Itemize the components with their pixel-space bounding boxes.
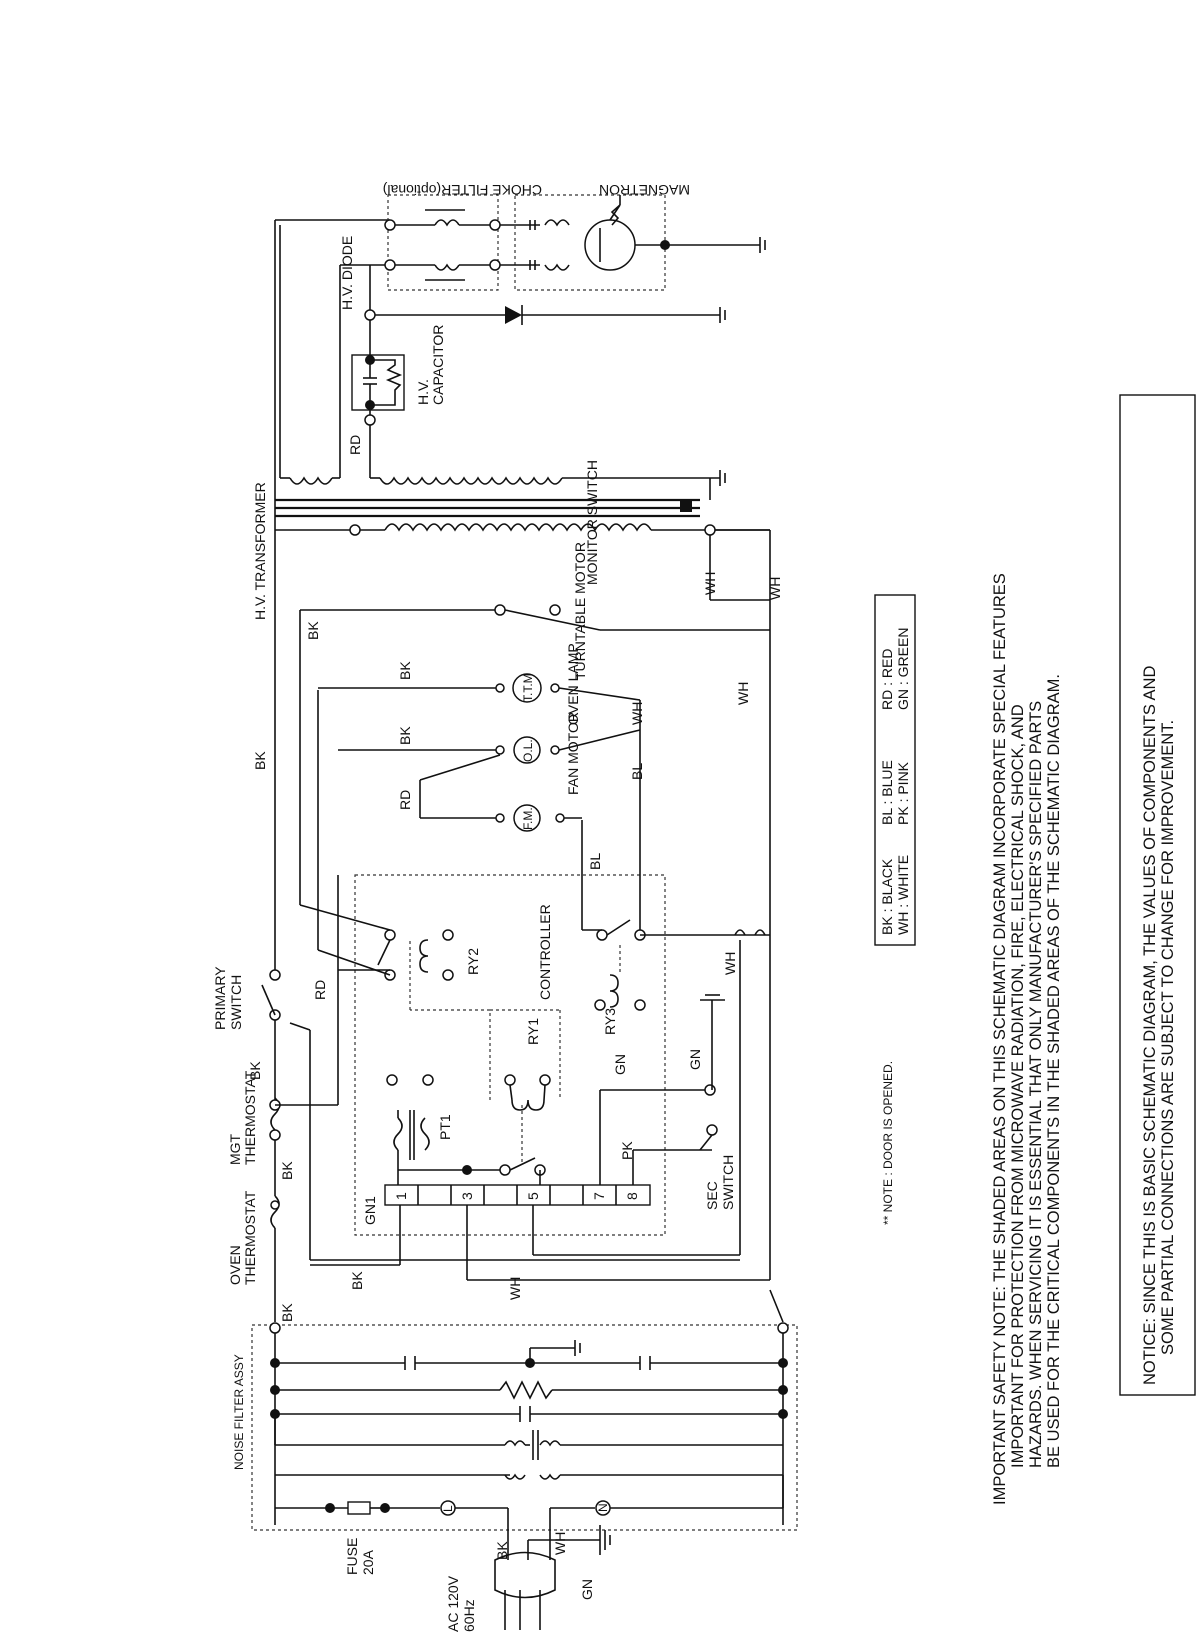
ry1-relay: RY1 (504, 1018, 551, 1111)
safety-note: IMPORTANT SAFETY NOTE: THE SHADED AREAS … (991, 573, 1063, 1505)
safety-note-line-1: IMPORTANT SAFETY NOTE: THE SHADED AREAS … (991, 573, 1009, 1505)
turntable-motor: T.T.M TURNTABLE MOTOR BK WH (318, 542, 645, 730)
safety-note-line-2: IMPORTANT FOR PROTECTION FROM MICROWAVE … (1009, 704, 1027, 1468)
choke-filter-label: CHOKE FILTER(optional) (383, 182, 542, 198)
wire-bk-8: BK (305, 621, 321, 640)
terminal-1: 1 (393, 1192, 409, 1200)
safety-note-line-4: BE USED FOR THE CRITICAL COMPONENTS IN T… (1045, 674, 1063, 1468)
wire-bk-7: BK (397, 661, 413, 680)
door-note: ** NOTE : DOOR IS OPENED. (881, 1061, 895, 1225)
legend-gn: GN : GREEN (895, 628, 911, 710)
wire-bl-2: BL (629, 763, 645, 780)
wire-wh-plug: WH (552, 1532, 568, 1555)
sec-switch-label: SECSWITCH (704, 1155, 736, 1210)
ry2-label: RY2 (465, 948, 481, 975)
fan-motor: F.M. FAN MOTOR RD (397, 712, 582, 832)
monitor-switch-label: MONITOR SWITCH (584, 460, 600, 585)
wire-wh-6: WH (735, 682, 751, 705)
wire-pk-1: PK (619, 1141, 635, 1160)
primary-switch-label: PRIMARYSWITCH (212, 966, 244, 1030)
wire-wh-5: WH (629, 702, 645, 725)
oven-thermostat-label: OVENTHERMOSTAT (227, 1190, 258, 1285)
hv-capacitor: H.V.CAPACITOR (351, 309, 446, 415)
line-n-label: N (596, 1503, 610, 1512)
wire-gn-1: GN (612, 1054, 628, 1075)
wire-gn-plug: GN (579, 1579, 595, 1600)
hv-diode: H.V. DIODE (339, 236, 726, 325)
pt1-transformer: PT1 (386, 1074, 453, 1185)
terminal-8: 8 (624, 1192, 640, 1200)
oven-lamp-symbol: O.L. (521, 739, 535, 762)
monitor-switch: MONITOR SWITCH BK WH (300, 460, 770, 705)
legend-wh: WH : WHITE (895, 855, 911, 935)
wire-bk-3: BK (247, 1061, 263, 1080)
wire-gn-2: GN (687, 1049, 703, 1070)
wire-bk-5: BK (349, 1271, 365, 1290)
wire-bk-4: BK (252, 751, 268, 770)
terminal-strip: 1 3 5 7 8 GN1 (362, 1184, 651, 1225)
gn1-label: GN1 (362, 1196, 378, 1225)
plug-icon (494, 1551, 556, 1599)
notice-box: NOTICE: SINCE THIS IS BASIC SCHEMATIC DI… (1119, 394, 1196, 1396)
fuse-label: FUSE20A (344, 1538, 376, 1575)
fuse-symbol (347, 1501, 371, 1515)
ry1-label: RY1 (525, 1018, 541, 1045)
wire-rd-1: RD (312, 980, 328, 1000)
oven-lamp: O.L. OVEN LAMP BK BL (338, 643, 645, 930)
mgt-thermostat-label: MGTTHERMOSTAT (227, 1070, 258, 1165)
legend-bl: BL : BLUE (879, 760, 895, 825)
ac-plug: AC 120V60Hz FUSE20A BK WH GN (344, 1525, 611, 1632)
pt1-label: PT1 (437, 1114, 453, 1140)
noise-filter-assy: NOISE FILTER ASSY (232, 1322, 798, 1545)
magnetron-label: MAGNETRON (599, 182, 690, 198)
noise-filter-label: NOISE FILTER ASSY (232, 1354, 246, 1470)
wire-bk-2: BK (279, 1161, 295, 1180)
wire-wh-7: WH (767, 577, 783, 600)
wire-bk-6: BK (397, 726, 413, 745)
hv-diode-label: H.V. DIODE (339, 236, 355, 310)
wire-bk-1: BK (279, 1303, 295, 1322)
legend-rd: RD : RED (879, 649, 895, 710)
wire-rd-3: RD (347, 435, 363, 455)
hv-capacitor-label: H.V.CAPACITOR (415, 325, 446, 405)
left-chain: BK BK BK RD BK BK OVENTHERMOSTAT MGTTHER… (212, 219, 740, 1322)
wire-bl-1: BL (587, 853, 603, 870)
line-l-label: L (441, 1505, 455, 1512)
terminal-7: 7 (591, 1192, 607, 1200)
wire-wh-8: WH (702, 572, 718, 595)
controller-label: CONTROLLER (537, 904, 553, 1000)
wire-color-legend: BK : BLACK WH : WHITE BL : BLUE PK : PIN… (874, 594, 916, 946)
fan-motor-label: FAN MOTOR (565, 712, 581, 795)
notice-line-2: SOME PARTIAL CONNECTIONS ARE SUBJECT TO … (1159, 720, 1177, 1355)
notice-line-1: NOTICE: SINCE THIS IS BASIC SCHEMATIC DI… (1141, 666, 1159, 1385)
legend-bk: BK : BLACK (879, 858, 895, 935)
oven-lamp-label: OVEN LAMP (565, 643, 581, 725)
wire-wh-3: WH (507, 1277, 523, 1300)
controller-block: CONTROLLER 1 3 5 7 8 GN1 WH (299, 610, 770, 1300)
terminal-5: 5 (525, 1192, 541, 1200)
legend-pk: PK : PINK (895, 761, 911, 825)
wire-wh-4: WH (722, 952, 738, 975)
ry3-relay: RY3 (594, 919, 646, 1035)
ry2-relay: RY2 (377, 929, 481, 981)
ac-source-label: AC 120V60Hz (445, 1575, 477, 1632)
safety-note-line-3: HAZARDS. WHEN SERVICING IT IS ESSENTIAL … (1027, 701, 1045, 1468)
magnetron: MAGNETRON (500, 182, 766, 291)
choke-filter: CHOKE FILTER(optional) (383, 182, 542, 291)
hv-transformer: WH H.V. TRANSFORMER RD (252, 225, 770, 620)
turntable-motor-label: TURNTABLE MOTOR (572, 542, 588, 680)
terminal-3: 3 (459, 1192, 475, 1200)
wire-bk-plug: BK (494, 1541, 510, 1560)
hv-transformer-label: H.V. TRANSFORMER (252, 482, 268, 620)
loads: F.M. FAN MOTOR RD O.L. OVEN LAMP BK BL (318, 542, 645, 930)
ry3-label: RY3 (602, 1008, 618, 1035)
turntable-motor-symbol: T.T.M (521, 673, 535, 702)
fan-motor-symbol: F.M. (521, 807, 535, 830)
wire-rd-2: RD (397, 790, 413, 810)
